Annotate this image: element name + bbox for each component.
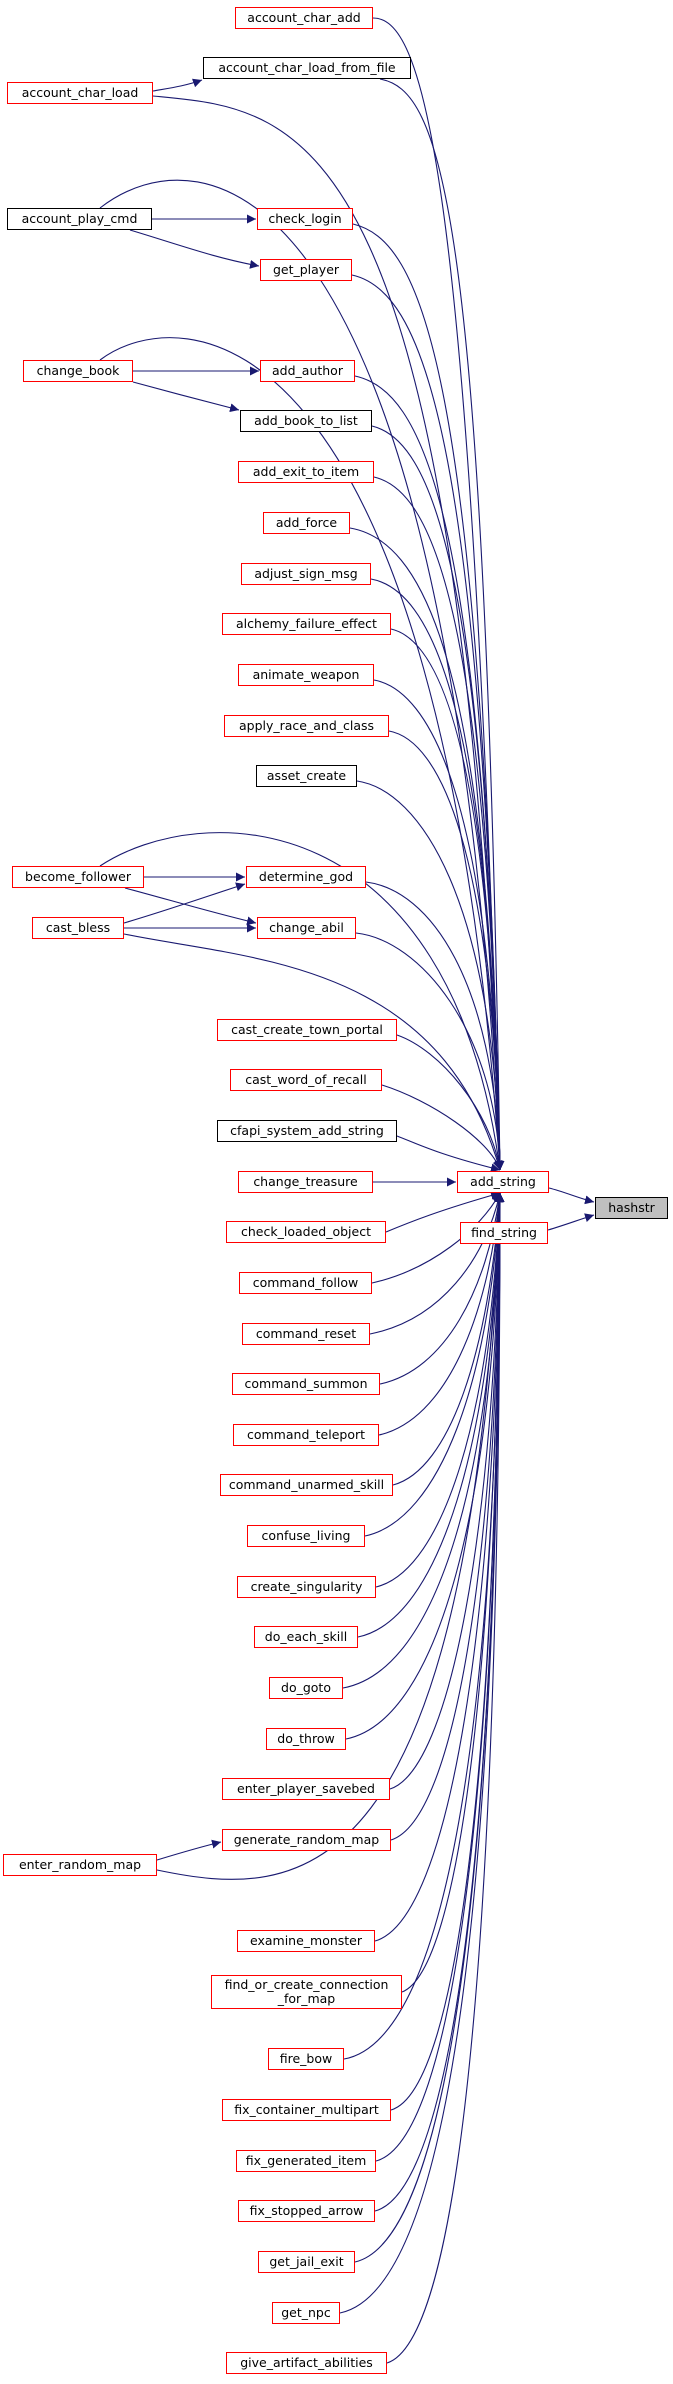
node-confuse_living[interactable]: confuse_living bbox=[247, 1525, 365, 1547]
node-fix_generated_item[interactable]: fix_generated_item bbox=[236, 2150, 376, 2172]
node-change_treasure[interactable]: change_treasure bbox=[238, 1171, 373, 1193]
node-enter_player_savebed[interactable]: enter_player_savebed bbox=[222, 1778, 390, 1800]
e-add_exit_to_item-add_string bbox=[373, 476, 505, 1171]
node-generate_random_map[interactable]: generate_random_map bbox=[222, 1829, 391, 1851]
node-add_author[interactable]: add_author bbox=[260, 360, 355, 382]
e-enter_random_map-generate_random_map bbox=[156, 1839, 222, 1861]
e-account_char_load_from_file-add_string bbox=[379, 78, 505, 1171]
e-get_npc-add_string bbox=[339, 1192, 505, 2314]
node-add_force[interactable]: add_force bbox=[263, 512, 350, 534]
node-examine_monster[interactable]: examine_monster bbox=[237, 1930, 375, 1952]
node-cast_create_town_portal[interactable]: cast_create_town_portal bbox=[217, 1019, 397, 1041]
e-get_player-add_string bbox=[351, 274, 505, 1171]
node-fire_bow[interactable]: fire_bow bbox=[268, 2048, 344, 2070]
node-fix_container_multipart[interactable]: fix_container_multipart bbox=[222, 2099, 391, 2121]
node-add_exit_to_item[interactable]: add_exit_to_item bbox=[238, 461, 374, 483]
node-adjust_sign_msg[interactable]: adjust_sign_msg bbox=[241, 563, 371, 585]
node-apply_race_and_class[interactable]: apply_race_and_class bbox=[224, 715, 389, 737]
e-check_loaded_object-add_string bbox=[385, 1191, 501, 1233]
e-find_string-hashstr bbox=[547, 1213, 595, 1231]
e-account_char_load-add_string bbox=[152, 95, 505, 1171]
e-enter_player_savebed-add_string bbox=[389, 1192, 505, 1790]
e-asset_create-add_string bbox=[356, 780, 505, 1171]
node-cast_word_of_recall[interactable]: cast_word_of_recall bbox=[230, 1069, 382, 1091]
node-get_jail_exit[interactable]: get_jail_exit bbox=[258, 2251, 355, 2273]
node-do_each_skill[interactable]: do_each_skill bbox=[254, 1626, 358, 1648]
e-add_book_to_list-add_string bbox=[371, 425, 505, 1171]
node-account_char_add[interactable]: account_char_add bbox=[235, 7, 373, 29]
e-become_follower-change_abil bbox=[124, 887, 257, 926]
e-command_follow-add_string bbox=[371, 1192, 501, 1284]
e-alchemy_failure_effect-add_string bbox=[390, 628, 505, 1171]
e-change_book-add_book_to_list bbox=[132, 381, 240, 413]
node-give_artifact_abilities[interactable]: give_artifact_abilities bbox=[226, 2352, 387, 2374]
e-do_goto-add_string bbox=[342, 1192, 505, 1689]
node-animate_weapon[interactable]: animate_weapon bbox=[238, 664, 374, 686]
node-command_summon[interactable]: command_summon bbox=[232, 1373, 380, 1395]
e-fire_bow-add_string bbox=[343, 1192, 505, 2060]
node-fix_stopped_arrow[interactable]: fix_stopped_arrow bbox=[238, 2200, 375, 2222]
node-check_loaded_object[interactable]: check_loaded_object bbox=[226, 1221, 386, 1243]
node-get_player[interactable]: get_player bbox=[260, 259, 352, 281]
e-cast_create_town_portal-add_string bbox=[396, 1034, 503, 1171]
node-get_npc[interactable]: get_npc bbox=[272, 2302, 340, 2324]
e-confuse_living-add_string bbox=[364, 1192, 505, 1537]
e-generate_random_map-add_string bbox=[390, 1192, 505, 1841]
node-change_book[interactable]: change_book bbox=[23, 360, 133, 382]
e-cfapi_system_add_string-add_string bbox=[396, 1135, 501, 1173]
e-become_follower-add_string bbox=[99, 832, 504, 1171]
e-account_play_cmd-get_player bbox=[129, 229, 260, 269]
node-do_throw[interactable]: do_throw bbox=[266, 1728, 346, 1750]
node-command_reset[interactable]: command_reset bbox=[242, 1323, 370, 1345]
node-command_unarmed_skill[interactable]: command_unarmed_skill bbox=[220, 1474, 393, 1496]
node-do_goto[interactable]: do_goto bbox=[269, 1677, 343, 1699]
e-add_string-hashstr bbox=[548, 1187, 595, 1205]
e-command_reset-add_string bbox=[369, 1192, 503, 1335]
node-add_string[interactable]: add_string bbox=[457, 1171, 549, 1193]
node-become_follower[interactable]: become_follower bbox=[12, 866, 144, 888]
node-change_abil[interactable]: change_abil bbox=[257, 917, 356, 939]
node-enter_random_map[interactable]: enter_random_map bbox=[3, 1854, 157, 1876]
e-command_unarmed_skill-add_string bbox=[392, 1192, 504, 1486]
e-give_artifact_abilities-add_string bbox=[386, 1192, 505, 2364]
node-find_or_create_connection_for_map[interactable]: find_or_create_connection _for_map bbox=[211, 1975, 402, 2009]
node-cfapi_system_add_string[interactable]: cfapi_system_add_string bbox=[217, 1120, 397, 1142]
e-apply_race_and_class-add_string bbox=[388, 730, 505, 1171]
e-determine_god-add_string bbox=[365, 881, 505, 1171]
e-do_throw-add_string bbox=[345, 1192, 505, 1740]
node-add_book_to_list[interactable]: add_book_to_list bbox=[240, 410, 372, 432]
node-command_follow[interactable]: command_follow bbox=[239, 1272, 372, 1294]
e-account_char_add-add_string bbox=[372, 17, 505, 1171]
e-enter_random_map-add_string bbox=[156, 1192, 505, 1880]
node-command_teleport[interactable]: command_teleport bbox=[233, 1424, 379, 1446]
e-fix_generated_item-add_string bbox=[375, 1192, 505, 2162]
node-determine_god[interactable]: determine_god bbox=[246, 866, 366, 888]
node-account_char_load_from_file[interactable]: account_char_load_from_file bbox=[203, 57, 411, 79]
node-hashstr[interactable]: hashstr bbox=[595, 1197, 668, 1219]
node-account_char_load[interactable]: account_char_load bbox=[7, 82, 153, 104]
e-cast_word_of_recall-add_string bbox=[381, 1084, 502, 1171]
edges bbox=[99, 17, 595, 2364]
e-cast_bless-determine_god bbox=[123, 882, 246, 924]
e-examine_monster-add_string bbox=[374, 1192, 505, 1942]
node-find_string[interactable]: find_string bbox=[460, 1222, 548, 1244]
node-alchemy_failure_effect[interactable]: alchemy_failure_effect bbox=[222, 613, 391, 635]
node-create_singularity[interactable]: create_singularity bbox=[237, 1576, 376, 1598]
node-account_play_cmd[interactable]: account_play_cmd bbox=[7, 208, 152, 230]
e-create_singularity-add_string bbox=[375, 1192, 505, 1588]
e-check_login-add_string bbox=[352, 223, 505, 1171]
e-change_abil-add_string bbox=[355, 932, 505, 1171]
node-cast_bless[interactable]: cast_bless bbox=[32, 917, 124, 939]
e-account_char_load-file bbox=[152, 78, 203, 92]
node-asset_create[interactable]: asset_create bbox=[256, 765, 357, 787]
node-check_login[interactable]: check_login bbox=[257, 208, 353, 230]
